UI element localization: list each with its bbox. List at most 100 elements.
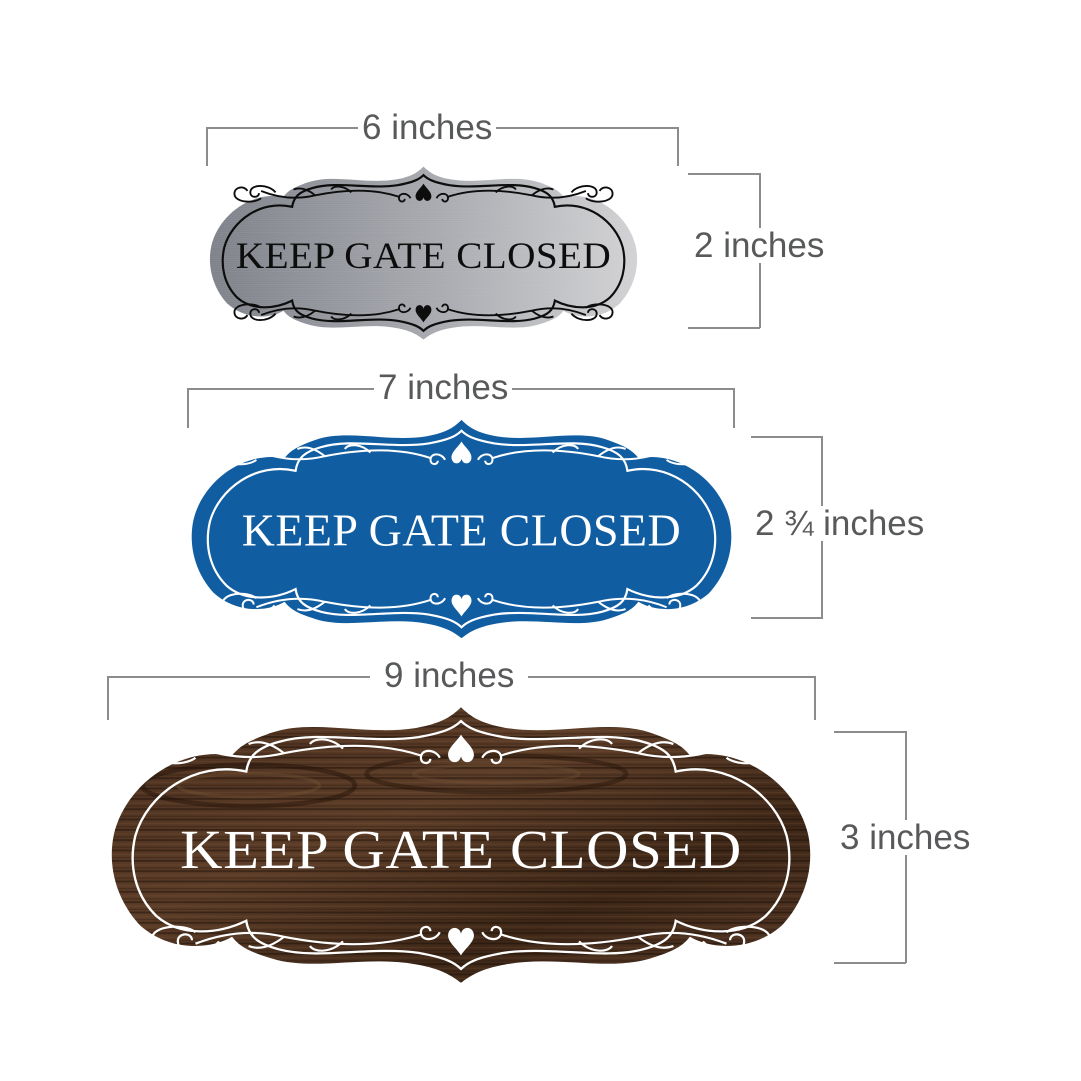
scroll-flourish bbox=[551, 444, 580, 454]
scroll-ornament-bottom bbox=[221, 592, 702, 615]
height-bracket-top-silver bbox=[688, 173, 760, 175]
scroll-flourish bbox=[260, 307, 400, 317]
scroll-flourish bbox=[570, 184, 598, 198]
scroll-flourish bbox=[585, 186, 614, 203]
height-label-wood: 3 inches bbox=[836, 820, 975, 855]
scroll-flourish bbox=[447, 307, 587, 317]
scroll-flourish bbox=[435, 192, 449, 203]
width-bracket-right-tick-wood bbox=[814, 676, 816, 720]
sign-blue-plate: KEEP GATE CLOSED bbox=[191, 419, 732, 639]
scroll-flourish bbox=[481, 749, 503, 765]
scroll-flourish bbox=[260, 189, 400, 199]
scroll-flourish bbox=[419, 925, 441, 941]
scroll-flourish bbox=[702, 933, 746, 953]
heart-icon-bottom bbox=[451, 594, 472, 617]
sign-border-line bbox=[131, 719, 791, 971]
scroll-flourish bbox=[531, 187, 554, 197]
scroll-flourish bbox=[578, 738, 613, 750]
width-bracket-left-tick-wood bbox=[107, 676, 109, 720]
scroll-flourish bbox=[241, 443, 276, 460]
scroll-flourish bbox=[477, 453, 494, 466]
scroll-flourish bbox=[419, 749, 441, 765]
height-label-blue: 2 ¾ inches bbox=[751, 506, 929, 541]
scroll-flourish bbox=[249, 308, 277, 322]
scroll-ornament-top bbox=[233, 184, 614, 203]
scroll-flourish bbox=[221, 592, 258, 613]
scroll-flourish bbox=[500, 931, 727, 946]
sign-silver: KEEP GATE CLOSED bbox=[207, 165, 640, 341]
scroll-flourish bbox=[665, 445, 702, 466]
scroll-flourish bbox=[297, 601, 326, 612]
scroll-flourish bbox=[637, 741, 674, 755]
scroll-flourish bbox=[702, 737, 746, 757]
sign-border-line bbox=[221, 173, 626, 333]
scroll-flourish bbox=[221, 445, 258, 466]
scroll-flourish bbox=[256, 597, 431, 609]
scroll-flourish bbox=[725, 739, 772, 765]
scroll-flourish bbox=[343, 604, 372, 614]
sign-wood-plate: KEEP GATE CLOSED bbox=[111, 707, 811, 983]
scroll-flourish bbox=[429, 592, 446, 605]
scroll-flourish bbox=[665, 592, 702, 613]
scroll-flourish bbox=[551, 604, 580, 614]
scroll-flourish bbox=[297, 446, 326, 457]
scroll-flourish bbox=[233, 186, 262, 203]
sign-wood: KEEP GATE CLOSED bbox=[107, 705, 815, 985]
scroll-flourish bbox=[343, 444, 372, 454]
width-label-wood: 9 inches bbox=[370, 658, 529, 693]
scroll-flourish bbox=[481, 925, 503, 941]
scroll-flourish bbox=[477, 592, 494, 605]
scroll-flourish bbox=[176, 737, 220, 757]
scroll-flourish bbox=[495, 185, 517, 194]
scroll-flourish bbox=[195, 931, 422, 946]
scroll-flourish bbox=[309, 940, 344, 952]
sign-border-line bbox=[206, 429, 717, 629]
sign-silver-plate: KEEP GATE CLOSED bbox=[209, 166, 638, 340]
scroll-flourish bbox=[150, 739, 197, 765]
height-bracket-bottom-blue bbox=[751, 617, 823, 619]
sign-text: KEEP GATE CLOSED bbox=[236, 236, 611, 277]
scroll-flourish bbox=[531, 309, 554, 319]
scroll-flourish bbox=[176, 933, 220, 953]
scroll-flourish bbox=[248, 741, 285, 755]
height-bracket-bottom-silver bbox=[688, 327, 760, 329]
sign-text: KEEP GATE CLOSED bbox=[180, 820, 742, 881]
scroll-flourish bbox=[570, 308, 598, 322]
height-bracket-top-wood bbox=[834, 731, 906, 733]
heart-icon-bottom bbox=[448, 927, 474, 956]
scroll-flourish bbox=[249, 184, 277, 198]
scroll-flourish bbox=[256, 449, 431, 461]
width-bracket-left-tick-blue bbox=[187, 388, 189, 428]
scroll-flourish bbox=[429, 453, 446, 466]
scroll-flourish bbox=[492, 597, 667, 609]
scroll-flourish bbox=[293, 187, 316, 197]
scroll-flourish bbox=[597, 601, 626, 612]
scroll-flourish bbox=[500, 744, 727, 759]
scroll-flourish bbox=[248, 935, 285, 949]
width-bracket-left-tick-silver bbox=[206, 127, 208, 166]
scroll-flourish bbox=[435, 303, 449, 314]
scroll-ornament-top bbox=[150, 737, 772, 765]
height-bracket-top-blue bbox=[751, 436, 823, 438]
scroll-flourish bbox=[597, 446, 626, 457]
scroll-ornament-bottom bbox=[233, 303, 614, 322]
height-label-silver: 2 inches bbox=[690, 228, 829, 263]
heart-icon-top bbox=[448, 734, 474, 763]
scroll-flourish bbox=[647, 443, 682, 460]
sign-outline bbox=[191, 419, 732, 639]
scroll-flourish bbox=[398, 192, 412, 203]
scroll-flourish bbox=[578, 940, 613, 952]
scroll-flourish bbox=[309, 738, 344, 750]
scroll-flourish bbox=[492, 449, 667, 461]
heart-icon-bottom bbox=[415, 305, 432, 323]
height-bracket-bottom-wood bbox=[834, 962, 906, 964]
scroll-flourish bbox=[150, 925, 197, 951]
scroll-flourish bbox=[495, 312, 517, 321]
width-label-silver: 6 inches bbox=[358, 110, 497, 145]
scroll-flourish bbox=[585, 303, 614, 320]
scroll-flourish bbox=[293, 309, 316, 319]
scroll-ornament-bottom bbox=[150, 925, 772, 953]
scroll-flourish bbox=[330, 312, 352, 321]
scroll-flourish bbox=[241, 598, 276, 615]
scroll-flourish bbox=[330, 185, 352, 194]
